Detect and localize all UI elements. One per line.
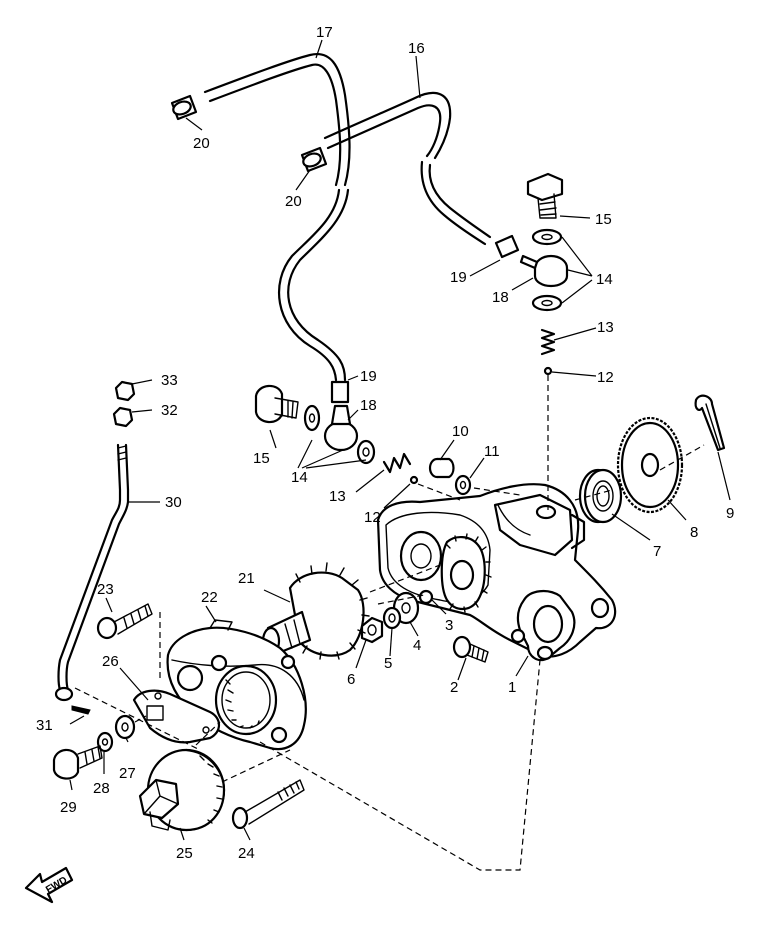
long-screw-24	[231, 779, 305, 830]
banjo-fitting-18-upper	[519, 254, 569, 288]
washer-28	[96, 731, 114, 753]
label-33: 33	[161, 372, 178, 389]
label-15b: 15	[253, 450, 270, 467]
label-1: 1	[508, 679, 516, 696]
label-24: 24	[238, 845, 255, 862]
label-8: 8	[690, 524, 698, 541]
label-4: 4	[413, 637, 421, 654]
nut-32	[112, 406, 134, 428]
label-19b: 19	[360, 368, 377, 385]
washer-11	[454, 474, 472, 496]
plug-25	[138, 748, 226, 832]
label-22: 22	[201, 589, 218, 606]
forward-arrow-icon: FWD	[24, 866, 74, 904]
ball-12-upper	[543, 366, 553, 376]
label-28: 28	[93, 780, 110, 797]
leader-lines	[69, 39, 731, 841]
washer-14-left	[303, 404, 321, 432]
cotter-pin-9	[694, 394, 726, 452]
drive-gear-shaft-21	[261, 562, 370, 660]
label-19a: 19	[450, 269, 467, 286]
label-16: 16	[408, 40, 425, 57]
label-17: 17	[316, 24, 333, 41]
banjo-bolt-15-upper	[526, 172, 564, 219]
label-30: 30	[165, 494, 182, 511]
label-18b: 18	[360, 397, 377, 414]
label-12b: 12	[364, 509, 381, 526]
label-9: 9	[726, 505, 734, 522]
screw-29	[52, 745, 103, 780]
ball-12-lower	[409, 475, 419, 485]
label-2: 2	[450, 679, 458, 696]
label-13b: 13	[329, 488, 346, 505]
label-23: 23	[97, 581, 114, 598]
label-20b: 20	[285, 193, 302, 210]
label-15a: 15	[595, 211, 612, 228]
screw-23	[96, 603, 153, 640]
hose-17	[203, 52, 351, 382]
hose-clip-19-upper	[494, 234, 520, 259]
banjo-bolt-15-lower	[254, 384, 299, 424]
pin-3	[418, 589, 434, 605]
label-32: 32	[161, 402, 178, 419]
label-25: 25	[176, 845, 193, 862]
spring-13-upper	[540, 328, 556, 356]
washer-14-lower	[531, 294, 563, 312]
spring-13-lower	[382, 452, 412, 474]
washer-5	[382, 606, 402, 630]
label-14b: 14	[291, 469, 308, 486]
label-31: 31	[36, 717, 53, 734]
label-10: 10	[452, 423, 469, 440]
oil-seal-7	[578, 468, 623, 524]
label-5: 5	[384, 655, 392, 672]
oil-pump-body	[376, 483, 617, 662]
hose-16	[323, 91, 492, 246]
nut-33	[114, 380, 136, 402]
pin-31	[71, 705, 91, 715]
nut-6	[360, 616, 384, 644]
label-3: 3	[445, 617, 453, 634]
rod-30	[54, 443, 130, 702]
label-7: 7	[653, 543, 661, 560]
bushing-10	[428, 457, 455, 479]
label-18a: 18	[492, 289, 509, 306]
washer-14-right	[356, 439, 376, 465]
label-6: 6	[347, 671, 355, 688]
gear-8	[616, 416, 684, 514]
assembly-guide-lines	[74, 375, 705, 871]
label-13a: 13	[597, 319, 614, 336]
label-26: 26	[102, 653, 119, 670]
hose-clip-20-lower	[300, 146, 328, 173]
label-27: 27	[119, 765, 136, 782]
gasket-26	[132, 689, 221, 744]
label-20a: 20	[193, 135, 210, 152]
hose-clip-20-upper	[170, 94, 198, 121]
washer-27	[114, 714, 136, 740]
label-11: 11	[484, 443, 500, 460]
screw-2	[452, 635, 489, 663]
label-21: 21	[238, 570, 255, 587]
label-29: 29	[60, 799, 77, 816]
banjo-fitting-18-lower	[323, 404, 359, 452]
part-labels: 17 16 20 20 15 14 19 18 13 12 19 18 15 1…	[36, 24, 734, 862]
washer-14-upper	[531, 228, 563, 246]
label-14a: 14	[596, 271, 613, 288]
hose-clip-19-lower	[330, 380, 350, 404]
label-12a: 12	[597, 369, 614, 386]
